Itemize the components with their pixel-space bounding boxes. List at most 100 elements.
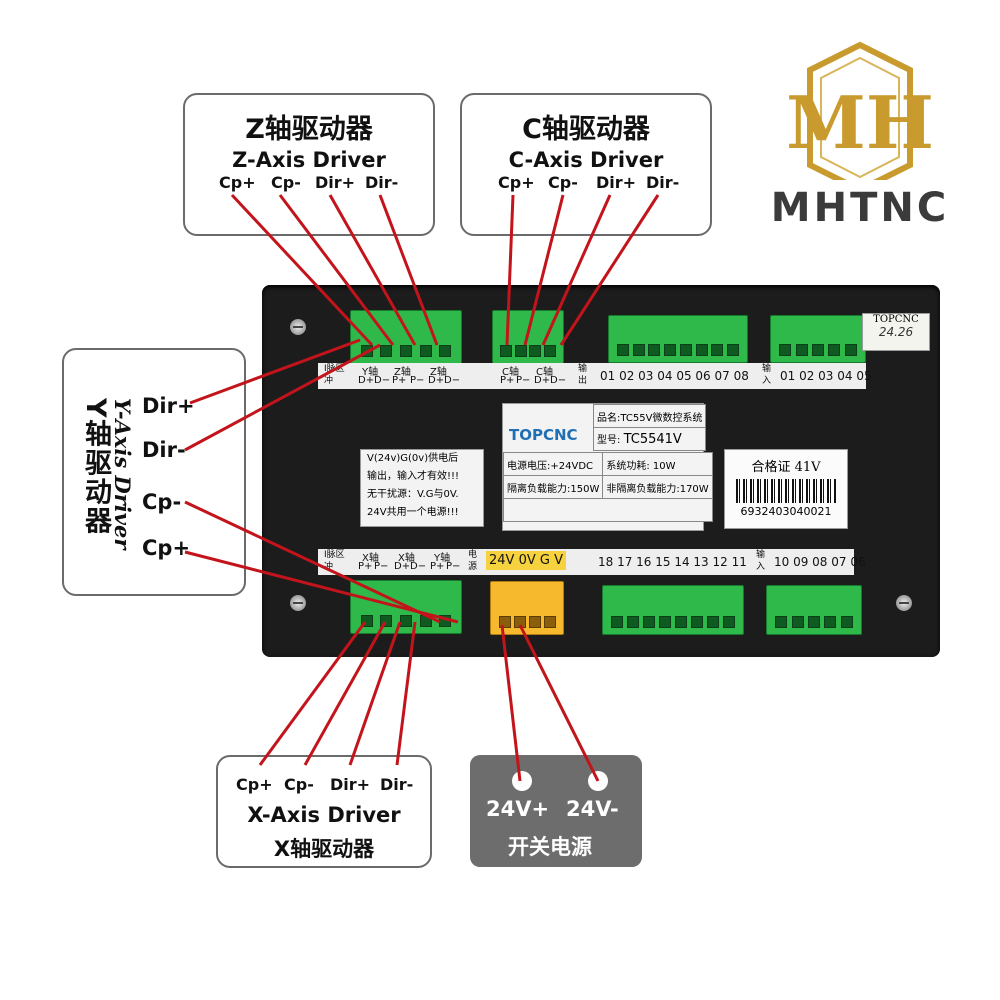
sticker-code: 24.26 xyxy=(878,325,914,339)
power-supply-name: 开关电源 xyxy=(508,835,592,859)
terminal-slot xyxy=(498,616,511,628)
nameplate-brand: TOPCNC xyxy=(509,426,578,444)
y-pin-dir-minus: Dir- xyxy=(142,438,186,462)
top-terminal-zy xyxy=(350,310,462,364)
y-pin-cp-minus: Cp- xyxy=(142,490,182,514)
notice-line: 输出，输入才有效!!! xyxy=(367,471,460,482)
y-driver-cn-title: Y轴驱动器 xyxy=(80,398,111,536)
top-terminal-in xyxy=(770,315,866,363)
top-terminal-c xyxy=(492,310,564,364)
top-c1-label: C轴 xyxy=(502,367,519,378)
svg-text:MH: MH xyxy=(786,80,934,165)
power-notice-label: V(24v)G(0v)供电后 输出，输入才有效!!! 无干扰源：V.G与0V. … xyxy=(360,449,484,527)
x-axis-driver-callout: Cp+ Cp- Dir+ Dir- X-Axis Driver X轴驱动器 xyxy=(216,755,432,868)
terminal-slot xyxy=(779,344,792,356)
terminal-slot xyxy=(513,616,526,628)
terminal-slot xyxy=(632,344,645,356)
certificate-title: 合格证 41V xyxy=(751,460,821,475)
nameplate-model-label: 型号: xyxy=(597,435,621,446)
top-c1-pminus: P− xyxy=(516,375,531,386)
topcnc-nameplate: TOPCNC 品名:TC55V微数控系统 型号: TC5541V 电源电压:+2… xyxy=(502,403,713,531)
bottom-terminal-in xyxy=(766,585,862,635)
bottom-pulse-label: I脉区冲 xyxy=(324,550,345,572)
top-in-numbers: 01 02 03 04 05 xyxy=(780,369,872,383)
top-pulse-label: I脉区冲 xyxy=(324,364,345,386)
terminal-slot xyxy=(400,345,412,357)
top-z1-label: Z轴 xyxy=(394,367,411,378)
screw-icon xyxy=(290,319,306,335)
terminal-slot xyxy=(824,616,837,628)
terminal-slot xyxy=(711,344,724,356)
bottom-x2-dminus: D− xyxy=(410,561,427,572)
c-pin-dir-plus: Dir+ xyxy=(596,173,637,192)
z-driver-en-title: Z-Axis Driver xyxy=(232,148,386,172)
terminal-slot xyxy=(679,344,692,356)
terminal-slot xyxy=(695,344,708,356)
terminal-slot xyxy=(664,344,677,356)
top-z2-dminus: D− xyxy=(444,375,461,386)
terminal-slot xyxy=(844,344,857,356)
y-pin-cp-plus: Cp+ xyxy=(142,536,191,560)
z-driver-cn-title: Z轴驱动器 xyxy=(245,114,373,145)
bottom-label-strip: I脉区冲 X轴 P+ P− X轴 D+ D− Y轴 P+ P− 电源 24V 0… xyxy=(318,549,866,575)
nameplate-product: 品名:TC55V微数控系统 xyxy=(592,404,707,428)
x-pin-cp-plus: Cp+ xyxy=(236,775,273,794)
terminal-slot xyxy=(727,344,740,356)
bottom-x1-pminus: P− xyxy=(374,561,389,572)
terminal-slot xyxy=(419,615,432,627)
terminal-slot xyxy=(812,344,824,356)
nameplate-model: TC5541V xyxy=(623,432,682,447)
bottom-out-numbers: 18 17 16 15 14 13 12 11 xyxy=(598,555,747,569)
terminal-slot xyxy=(707,616,719,628)
x-driver-en-title: X-Axis Driver xyxy=(247,803,401,827)
terminal-slot xyxy=(360,345,373,357)
terminal-slot xyxy=(828,344,841,356)
top-terminal-out xyxy=(608,315,748,363)
terminal-slot xyxy=(529,345,542,357)
barcode-icon xyxy=(736,479,836,503)
terminal-slot xyxy=(723,616,735,628)
bottom-power-pins: 24V 0V G V xyxy=(486,551,566,570)
terminal-slot xyxy=(795,344,808,356)
terminal-slot xyxy=(691,616,703,628)
top-z2-dplus: D+ xyxy=(428,375,445,386)
terminal-slot xyxy=(400,615,412,627)
mhtnc-logo: MH MHTNC xyxy=(745,40,975,240)
power-plus-terminal-icon xyxy=(512,771,532,791)
top-c2-dminus: D− xyxy=(550,375,567,386)
certificate-label: 合格证 41V 6932403040021 xyxy=(724,449,848,529)
terminal-slot xyxy=(616,344,629,356)
z-pin-dir-plus: Dir+ xyxy=(315,173,356,192)
bottom-y1-pminus: P− xyxy=(446,561,461,572)
bottom-x1-pplus: P+ xyxy=(358,561,373,572)
c-pin-cp-plus: Cp+ xyxy=(498,173,535,192)
terminal-slot xyxy=(643,616,655,628)
logo-brand-text: MHTNC xyxy=(770,185,950,231)
c-driver-en-title: C-Axis Driver xyxy=(508,148,664,172)
top-in-label: 输入 xyxy=(762,364,772,386)
terminal-slot xyxy=(775,616,788,628)
mh-monogram-icon: MH xyxy=(786,41,934,194)
power-minus-label: 24V- xyxy=(566,797,619,821)
terminal-slot xyxy=(659,616,671,628)
terminal-slot xyxy=(360,615,373,627)
terminal-slot xyxy=(528,616,541,628)
terminal-slot xyxy=(543,345,556,357)
x-pin-dir-minus: Dir- xyxy=(380,775,414,794)
top-y-dminus: D− xyxy=(374,375,391,386)
power-supply-callout: 24V+ 24V- 开关电源 xyxy=(470,755,642,867)
z-pin-dir-minus: Dir- xyxy=(365,173,399,192)
top-c2-dplus: D+ xyxy=(534,375,551,386)
terminal-slot xyxy=(439,615,452,627)
terminal-slot xyxy=(500,345,513,357)
top-z2-label: Z轴 xyxy=(430,367,447,378)
bottom-in-numbers: 10 09 08 07 06 xyxy=(774,555,866,569)
bottom-terminal-out xyxy=(602,585,744,635)
terminal-slot xyxy=(380,615,393,627)
power-minus-terminal-icon xyxy=(588,771,608,791)
controller-panel: TOPCNC 24.26 I脉区冲 Y轴 D+ D− Z轴 P+ P− Z轴 D… xyxy=(262,285,940,657)
notice-line: 24V共用一个电源!!! xyxy=(367,507,459,518)
bottom-terminal-power xyxy=(490,581,564,635)
c-axis-driver-callout: C轴驱动器 C-Axis Driver Cp+ Cp- Dir+ Dir- xyxy=(460,93,712,236)
terminal-slot xyxy=(791,616,804,628)
